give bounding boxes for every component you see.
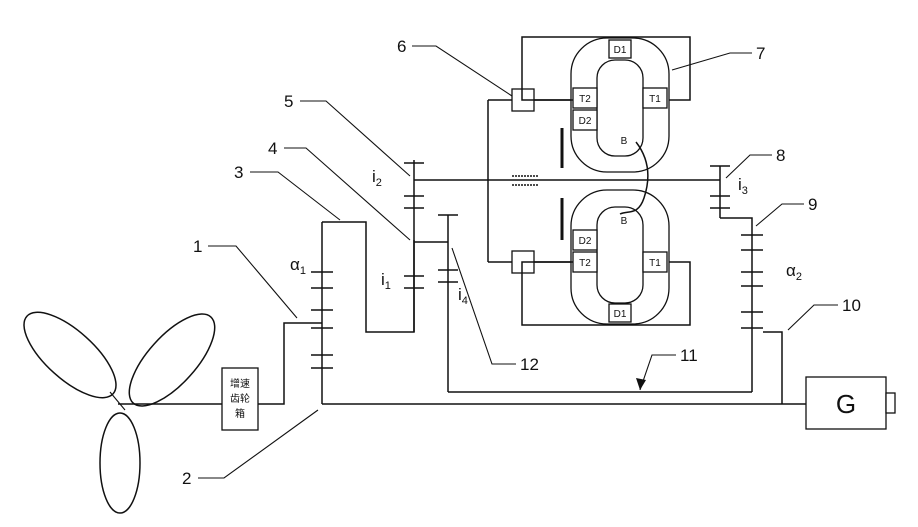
symbol-i2: i2 [372,167,382,189]
rotor-blade-right [115,301,228,419]
label-11: 11 [680,346,698,365]
gearbox-label-line2: 齿轮 [230,392,250,405]
label-3: 3 [234,163,243,182]
input-shaft: 增速 齿轮 箱 [118,323,322,430]
converter-top-t1: T1 [649,94,661,105]
rotor-blade-bottom [100,413,140,513]
generator-label: G [836,389,856,419]
gear-column-i1-i2 [404,160,488,332]
rotor-blade-left [11,298,129,411]
converter-top-d2: D2 [579,116,592,127]
converter-top-t2: T2 [579,94,591,105]
ratio-symbols: α1 α2 i1 i2 i3 i4 [290,167,802,307]
label-5: 5 [284,92,293,111]
label-12: 12 [520,355,539,374]
converter-top: D1 T2 D2 T1 B [512,37,690,172]
symbol-i3: i3 [738,175,748,197]
label-2: 2 [182,469,191,488]
label-8: 8 [776,146,785,165]
label-6: 6 [397,37,406,56]
converter-bottom-t1: T1 [649,258,661,269]
converter-top-b: B [621,136,628,147]
label-1: 1 [193,237,202,256]
rotor-blades [11,298,229,513]
gearbox-label-line3: 箱 [235,407,245,420]
converter-bottom-t2: T2 [579,258,591,269]
converter-bottom-d2: D2 [579,236,592,247]
output-shaft: G [322,372,895,429]
rotor-hub-link [110,392,125,410]
label-10: 10 [842,296,861,315]
generator-shaft-end [886,393,895,413]
planetary-gear-alpha1 [311,222,414,372]
converter-top-d1: D1 [614,45,627,56]
gearbox-label-line1: 增速 [230,377,250,390]
symbol-i1: i1 [381,270,391,292]
symbol-alpha2: α2 [786,261,802,283]
converter-bottom-b: B [621,216,628,227]
label-4: 4 [268,139,277,158]
symbol-alpha1: α1 [290,255,306,277]
label-7: 7 [756,44,765,63]
label-9: 9 [808,195,817,214]
gear-column-i3 [710,166,752,232]
converter-bottom-d1: D1 [614,309,627,320]
